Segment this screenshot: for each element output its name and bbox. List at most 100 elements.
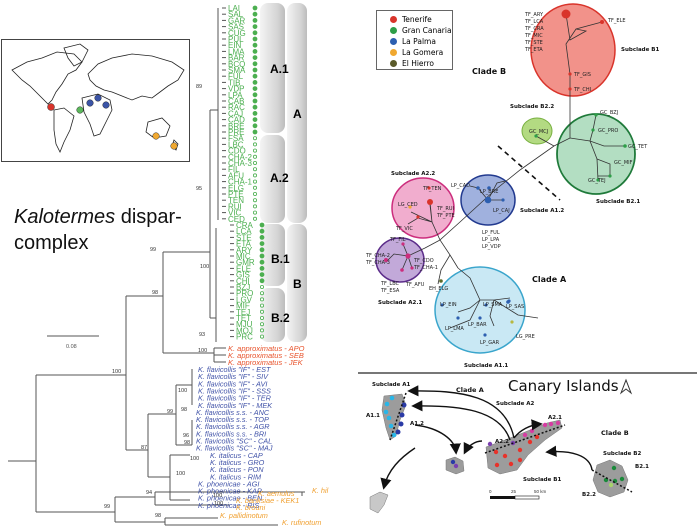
label-lp-sma: LP_SMA (483, 302, 503, 308)
tree-tip-label: PRO (236, 289, 253, 298)
tree-tip-label: CHA-2 (228, 153, 253, 162)
tree-tip-label: K. flavicollis "IF" - TER (198, 394, 272, 403)
label-lp-lpa: LP_LPA (482, 237, 500, 243)
tip-marker-filled (252, 123, 258, 129)
map-point-nz (170, 142, 178, 150)
tree-tip-label: ETA (236, 240, 252, 249)
subclade-label-a11: Subclade A1.1 (464, 363, 508, 369)
tree-tip-label: ARY (236, 246, 253, 255)
tip-marker-open (252, 160, 257, 165)
tree-tip-label: SAS (228, 23, 244, 32)
label-lp-ful: LP_FUL (482, 230, 500, 236)
phylogenetic-tree: A.1 A.2 A B.1 B.2 B LAISALGARSASCUGPULEI… (8, 3, 329, 527)
clade-bar-b (287, 224, 307, 342)
tip-marker-open (252, 142, 257, 147)
tree-tip-label: TET (236, 314, 251, 323)
tree-tip-label: K. brouni (236, 503, 266, 512)
figure-title: Kalotermes dispar- complex (14, 204, 182, 256)
clade-bar-b1 (260, 224, 285, 286)
arrow-gc-to-tf (545, 445, 593, 471)
tree-tip-label: FIL (228, 165, 240, 174)
label-tf-cha3: TF_CHA-3 (365, 260, 390, 266)
tree-tip-label: SMA (228, 66, 246, 75)
label-tf-ele: TF_ELE (607, 18, 626, 24)
arrow-a22-to-a21 (513, 419, 543, 439)
label-eh-elg: EH_ELG (429, 286, 448, 292)
node-lp-sas (507, 299, 511, 303)
label-tf-ten: TF_TEN (422, 186, 442, 192)
tip-marker-open (259, 297, 264, 302)
legend-dot-icon (390, 49, 397, 56)
map-scale-bar: 0 25 50 km (489, 489, 547, 500)
map-label-clade-a: Clade A (456, 386, 484, 394)
node-lp-bre (487, 186, 491, 190)
tree-tip-label: CAB (228, 97, 244, 106)
label-lg-pre: LG_PRE (516, 334, 535, 340)
clade-label-a-net: Clade A (532, 275, 567, 284)
legend-item-el-hierro: El Hierro (390, 59, 452, 68)
node-tf-gis (568, 72, 572, 76)
support-value: 100 (200, 264, 209, 270)
clade-bar-b2 (260, 288, 285, 342)
label-lp-sas: LP_SAS (506, 304, 524, 310)
tree-tip-label: K. phoenicae - KAP (198, 487, 262, 496)
tip-marker-open (252, 136, 257, 141)
arrow-to-el-hierro (380, 447, 416, 490)
label-lp-gar: LP_GAR (480, 340, 500, 346)
ellipse-subclade-b21 (556, 113, 636, 195)
canary-map-labels: Subclade A1 Clade A Subclade A2 A1.1 A1.… (366, 382, 649, 498)
node-lp-bar (478, 316, 482, 320)
tree-tip-label: GIS (236, 271, 250, 280)
sample-points (47, 94, 178, 150)
tip-marker-filled (252, 55, 258, 60)
clade-label-a: A (293, 107, 302, 121)
support-value: 100 (214, 501, 223, 507)
world-map-svg (11, 43, 185, 153)
label-lp-caj: LP_CAJ (493, 208, 510, 214)
tree-tip-label: K. flavicollis s.s. - TOP (196, 415, 269, 424)
tip-marker-filled (252, 42, 258, 48)
tip-marker-filled (252, 24, 258, 30)
node-tf-big (561, 9, 571, 19)
tip-marker-filled (252, 80, 258, 85)
tree-tip-label: K. phoenicae - RIS (198, 501, 259, 510)
tree-tip-label: LPA (228, 91, 243, 100)
clade-label-b1: B.1 (271, 252, 290, 266)
node-lp-cad (476, 186, 480, 190)
tree-tip-label: PRC (236, 333, 253, 342)
island-sample-dots (383, 395, 625, 488)
tip-marker-open (252, 148, 257, 153)
tree-tip-label: FUL (228, 72, 244, 81)
node-lp-lma (456, 316, 460, 320)
label-tf-big-4: TF_MIC (524, 33, 543, 39)
tip-marker-open (259, 284, 264, 289)
label-tf-chi: TF_CHI (573, 87, 591, 93)
tip-marker-open (259, 309, 264, 314)
tree-tip-label: K. flavicollis "SC" - MAJ (196, 444, 273, 453)
node-lp-ful (484, 196, 492, 204)
tree-tip-label: AFU (228, 171, 244, 180)
node-gc-tej (596, 178, 600, 182)
tree-tip-label: MJU (236, 320, 253, 329)
map-label-subclade-b2: Subclade B2 (603, 451, 641, 457)
tree-tip-label: MIC (236, 252, 251, 261)
tip-marker-open (259, 328, 264, 333)
tree-tip-label: ELG (228, 184, 244, 193)
clade-bars: A.1 A.2 A B.1 B.2 B (260, 3, 307, 342)
tree-tip-label: LCA (236, 227, 252, 236)
node-tf-lbc (400, 268, 404, 272)
legend-dot-icon (390, 38, 397, 45)
tip-marker-filled (252, 129, 258, 135)
tree-tip-label: TIB (228, 78, 240, 87)
tree-tip-label: K. flavicollis "IF" - SSS (198, 386, 271, 395)
tree-tip-label: K. approximatus - SEB (228, 351, 304, 360)
arrow-lp-to-lg (414, 424, 461, 455)
node-tf-afu (410, 266, 414, 270)
map-point-med-c (94, 94, 102, 102)
legend-item-la-gomera: La Gomera (390, 48, 452, 57)
label-lg-ced: LG_CED (398, 202, 418, 208)
map-label-subclade-a1: Subclade A1 (372, 382, 411, 388)
clade-label-b-net: Clade B (472, 67, 506, 76)
tree-tip-label: GAR (228, 16, 246, 25)
subclade-label-a12: Subclade A1.2 (520, 208, 564, 214)
